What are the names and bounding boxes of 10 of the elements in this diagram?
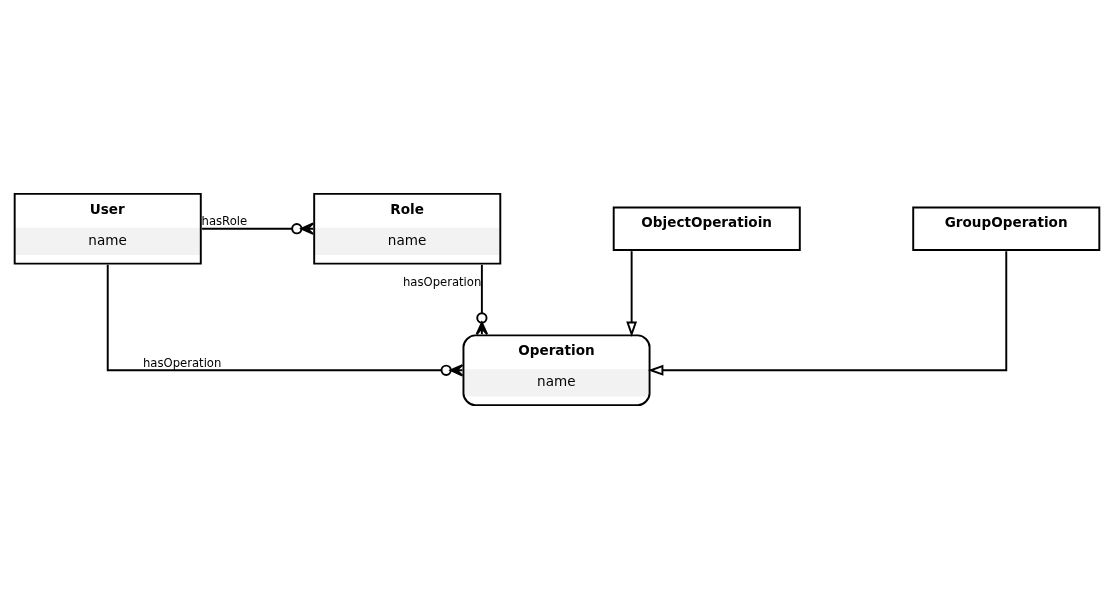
edge-label: hasOperation bbox=[402, 274, 482, 289]
arrow bbox=[626, 249, 638, 337]
connector bbox=[201, 222, 315, 235]
connector bbox=[475, 263, 489, 335]
node-box: GroupOperation bbox=[912, 205, 1101, 251]
edge-label: hasRole bbox=[201, 213, 248, 228]
arrow bbox=[647, 249, 1008, 376]
connector bbox=[106, 263, 464, 376]
edge-label: hasOperation bbox=[142, 355, 222, 370]
node-box: ObjectOperatioin bbox=[612, 205, 801, 251]
